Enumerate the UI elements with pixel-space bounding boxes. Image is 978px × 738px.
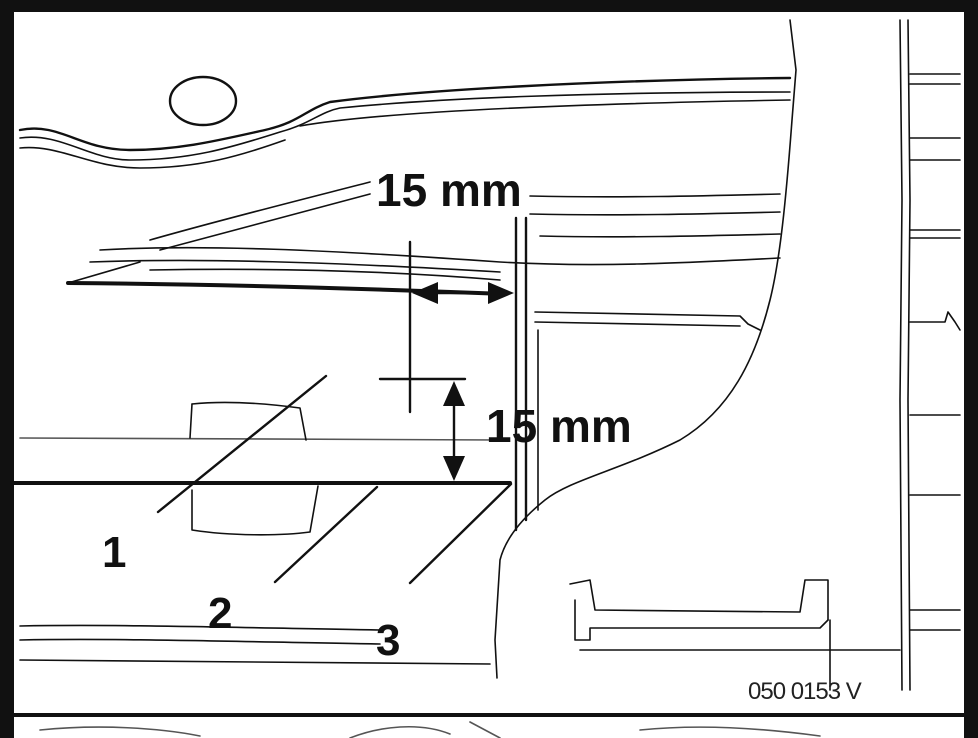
leader-line-2 [273, 485, 379, 584]
callout-1: 1 [102, 528, 126, 577]
reference-code: 050 0153 V [748, 678, 862, 705]
vertical-dimension [378, 377, 467, 481]
arrowhead-down-icon [443, 456, 465, 481]
arrowhead-up-icon [443, 381, 465, 406]
body-panel-lines [12, 19, 961, 738]
arrowhead-right-icon [488, 282, 514, 304]
vertical-dimension-label: 15 mm [486, 400, 632, 452]
horizontal-dimension-label: 15 mm [376, 164, 522, 216]
callout-2: 2 [208, 589, 232, 638]
leader-line-1 [156, 374, 328, 514]
arrowhead-left-icon [412, 282, 438, 304]
leader-line-3 [408, 482, 513, 585]
horizontal-dimension [408, 216, 528, 532]
leader-lines [156, 374, 513, 585]
callout-3: 3 [376, 616, 400, 665]
